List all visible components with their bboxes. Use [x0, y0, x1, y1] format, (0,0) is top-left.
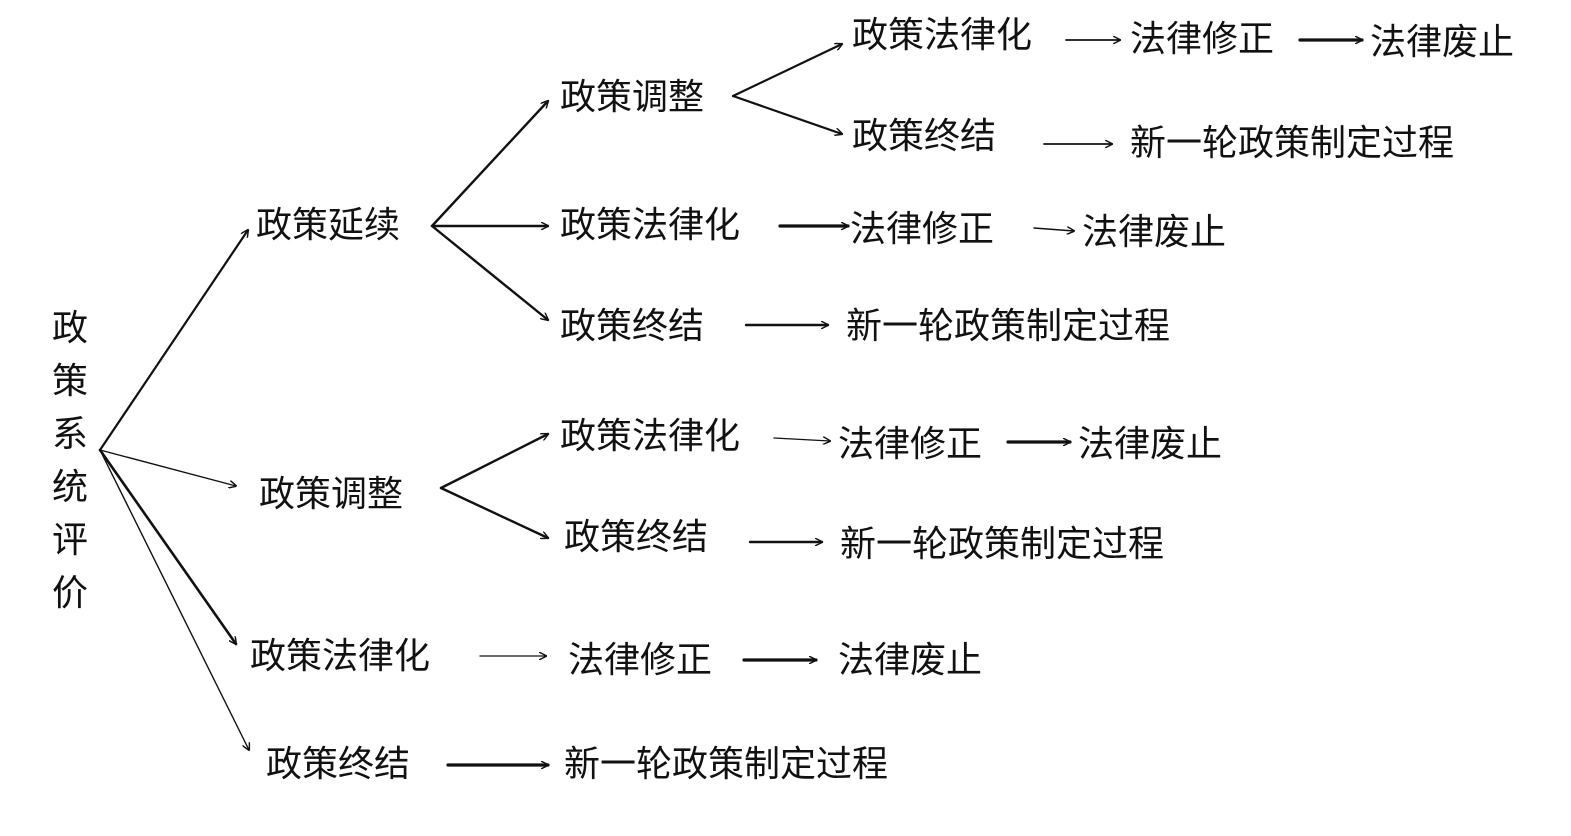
node-r5-amend: 法律修正 [838, 424, 983, 465]
node-r1-repeal: 法律废止 [1370, 22, 1515, 63]
node-legalize: 政策法律化 [250, 636, 431, 677]
node-terminate: 政策终结 [266, 744, 411, 785]
root-node: 政策系统评价 [51, 308, 88, 614]
edge-continue-to-terminate [430, 224, 548, 320]
edge-continue-to-adjust [430, 101, 548, 228]
edge-root-to-adjust [99, 449, 236, 486]
node-r7-amend: 法律修正 [568, 640, 713, 681]
node-r3-repeal: 法律废止 [1082, 212, 1227, 253]
node-continue-adjust: 政策调整 [560, 77, 705, 118]
edge-r5-legalize-to-amend [773, 438, 830, 441]
node-continue-terminate: 政策终结 [560, 306, 705, 347]
node-continue-legalize: 政策法律化 [560, 205, 741, 246]
node-r3-amend: 法律修正 [850, 209, 995, 250]
node-r7-repeal: 法律废止 [838, 640, 983, 681]
node-adjust2-legalize: 政策法律化 [560, 416, 741, 457]
node-r5-repeal: 法律废止 [1078, 424, 1223, 465]
edge-adjust2-to-terminate [439, 486, 548, 538]
node-r6-new-cycle: 新一轮政策制定过程 [840, 524, 1165, 565]
node-continue: 政策延续 [256, 205, 401, 246]
edge-adjust1-to-terminate [731, 94, 842, 134]
node-adjust2-terminate: 政策终结 [564, 517, 709, 558]
node-adjust1-terminate: 政策终结 [852, 116, 997, 157]
node-r4-new-cycle: 新一轮政策制定过程 [846, 306, 1171, 347]
edge-root-to-continue [98, 230, 248, 452]
node-adjust1-legalize: 政策法律化 [852, 15, 1033, 56]
edge-r3-amend-to-repeal [1033, 228, 1074, 231]
edge-root-to-legalize [98, 448, 236, 644]
node-adjust: 政策调整 [259, 474, 404, 515]
edge-adjust1-to-legalize [731, 44, 842, 98]
edge-root-to-terminate [99, 449, 249, 750]
edge-adjust2-to-legalize [439, 432, 548, 490]
node-r2-new-cycle: 新一轮政策制定过程 [1130, 123, 1455, 164]
node-r8-new-cycle: 新一轮政策制定过程 [564, 744, 889, 785]
node-r1-amend: 法律修正 [1130, 19, 1275, 60]
